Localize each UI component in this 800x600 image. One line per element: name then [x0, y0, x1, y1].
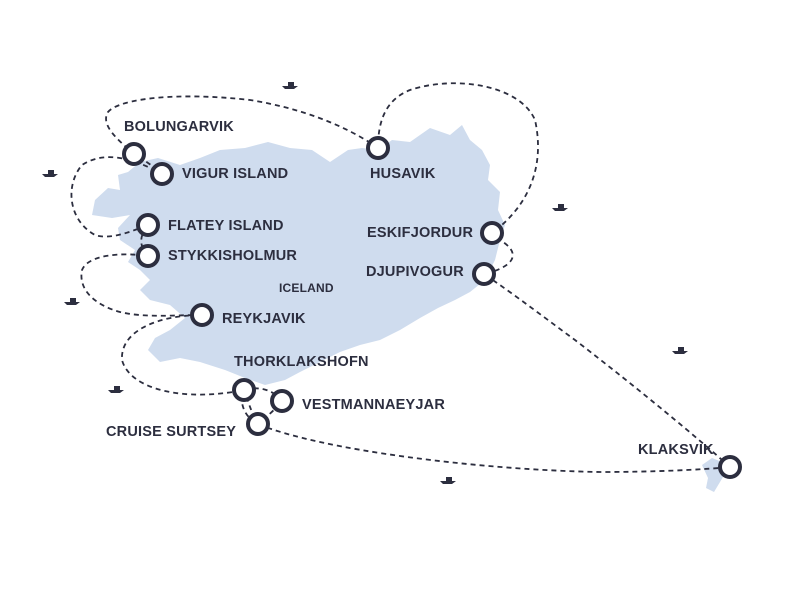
port-marker-thorklakshofn[interactable]: [232, 378, 256, 402]
port-marker-stykkisholmur[interactable]: [136, 244, 160, 268]
port-label-bolungarvik: BOLUNGARVIK: [124, 119, 234, 135]
port-label-klaksvik: KLAKSVIK: [638, 442, 714, 458]
port-label-vestmannaeyjar: VESTMANNAEYJAR: [302, 397, 445, 413]
country-label-iceland: ICELAND: [279, 281, 334, 295]
ship-icon: [440, 477, 456, 484]
port-marker-husavik[interactable]: [366, 136, 390, 160]
port-marker-cruise-surtsey[interactable]: [246, 412, 270, 436]
port-marker-klaksvik[interactable]: [718, 455, 742, 479]
port-marker-flatey-island[interactable]: [136, 213, 160, 237]
port-label-cruise-surtsey: CRUISE SURTSEY: [106, 424, 237, 440]
port-marker-vigur-island[interactable]: [150, 162, 174, 186]
port-label-reykjavik: REYKJAVIK: [222, 311, 306, 327]
ship-icon: [552, 204, 568, 211]
ship-icon: [64, 298, 80, 305]
ship-icon: [42, 170, 58, 177]
port-label-djupivogur: DJUPIVOGUR: [366, 264, 464, 280]
port-label-vigur-island: VIGUR ISLAND: [182, 166, 289, 182]
port-marker-vestmannaeyjar[interactable]: [270, 389, 294, 413]
ship-icon: [672, 347, 688, 354]
port-label-husavik: HUSAVIK: [370, 166, 436, 182]
port-marker-djupivogur[interactable]: [472, 262, 496, 286]
port-marker-eskifjordur[interactable]: [480, 221, 504, 245]
port-label-flatey-island: FLATEY ISLAND: [168, 218, 284, 234]
ship-icon: [282, 82, 298, 89]
port-label-thorklakshofn: THORKLAKSHOFN: [234, 354, 369, 370]
ship-icon: [108, 386, 124, 393]
port-marker-reykjavik[interactable]: [190, 303, 214, 327]
port-label-eskifjordur: ESKIFJORDUR: [367, 225, 474, 241]
port-label-stykkisholmur: STYKKISHOLMUR: [168, 248, 298, 264]
port-marker-bolungarvik[interactable]: [122, 142, 146, 166]
